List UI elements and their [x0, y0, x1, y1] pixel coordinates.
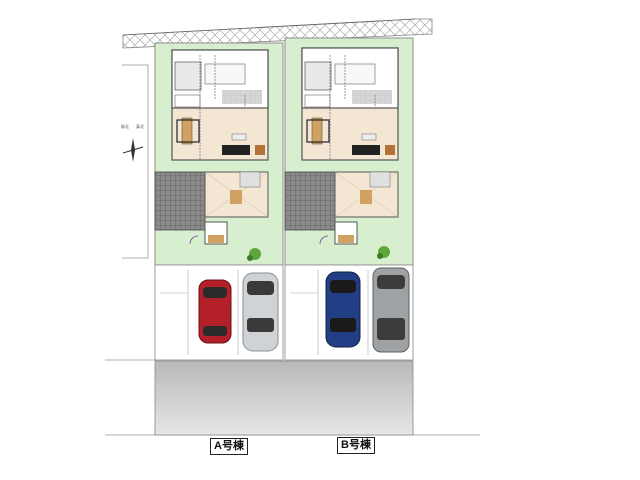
car-gray-icon: [372, 267, 410, 353]
house-b: [284, 47, 399, 259]
compass-icon: 磁北 真北: [121, 123, 144, 162]
unit-b-label: B号棟: [337, 437, 375, 454]
compass-label-left: 磁北: [121, 123, 129, 129]
car-blue-icon: [325, 271, 361, 348]
house-a: [154, 49, 269, 261]
car-silver-icon: [242, 272, 279, 352]
car-red-icon: [198, 279, 232, 344]
road: [154, 360, 414, 436]
compass-label-right: 真北: [136, 123, 144, 129]
unit-a-label: A号棟: [210, 438, 248, 455]
boundary-fence: [122, 18, 433, 49]
